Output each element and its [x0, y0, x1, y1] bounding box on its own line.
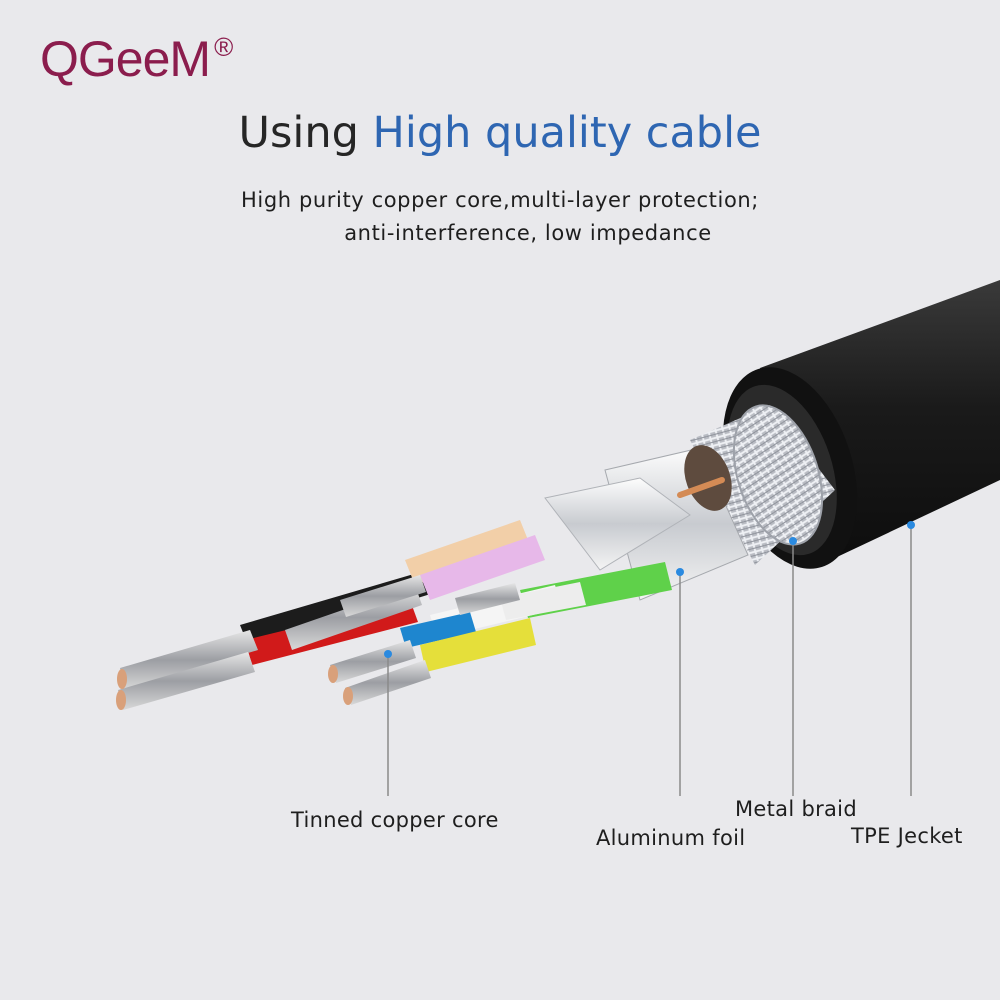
subtitle-line-1: High purity copper core,multi-layer prot… — [241, 188, 759, 212]
brand-logo: QGeeM® — [40, 30, 233, 88]
brand-name: QGeeM — [40, 31, 211, 87]
label-tpe-jacket: TPE Jecket — [851, 824, 963, 848]
callout-dot-foil — [676, 568, 684, 576]
aluminum-foil — [544, 445, 749, 601]
registered-mark: ® — [214, 32, 233, 62]
label-aluminum-foil: Aluminum foil — [596, 826, 746, 850]
callout-dot-tinned — [384, 650, 392, 658]
metal-braid — [690, 404, 835, 565]
headline-prefix: Using — [238, 108, 359, 158]
label-tinned-copper-core: Tinned copper core — [291, 808, 499, 832]
callout-dot-jacket — [907, 521, 915, 529]
label-metal-braid: Metal braid — [735, 797, 857, 821]
subtitle-line-2: anti-interference, low impedance — [344, 221, 712, 245]
callout-dot-braid — [789, 537, 797, 545]
headline: Using High quality cable — [0, 108, 1000, 158]
callout-lines — [384, 521, 915, 796]
headline-highlight: High quality cable — [372, 108, 762, 158]
